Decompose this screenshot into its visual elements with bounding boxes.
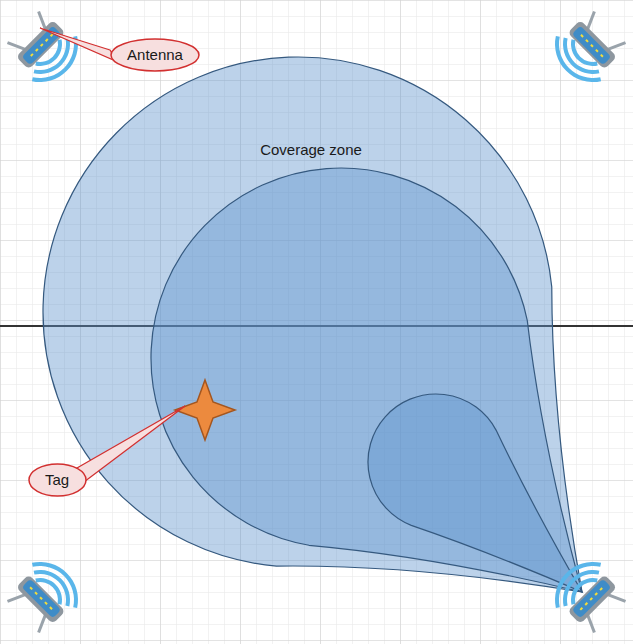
tag-star	[175, 380, 235, 440]
coverage-zone-shape	[151, 168, 582, 592]
antenna-lights	[30, 587, 53, 610]
antenna-icon	[0, 551, 89, 640]
callout-text: Tag	[45, 471, 69, 489]
leader-line	[70, 406, 185, 488]
antenna-lights	[580, 34, 603, 57]
callout-bubble: Antenna	[110, 38, 200, 72]
coverage-zone-shape	[368, 394, 582, 592]
callout-ellipse	[29, 464, 86, 496]
antenna-frame	[568, 20, 617, 69]
zone-label: Coverage zone	[260, 141, 362, 159]
callout-bubble: Tag	[28, 463, 87, 497]
antenna-panel	[22, 26, 62, 66]
antenna-frame	[16, 575, 65, 624]
antenna-lights	[580, 587, 603, 610]
antennas	[0, 4, 632, 639]
coverage-zones	[43, 57, 582, 592]
antenna-panel	[572, 579, 612, 619]
antenna-icon	[544, 4, 633, 93]
coverage-zone-shape	[43, 57, 582, 592]
leader-line	[40, 28, 118, 62]
antenna-frame	[568, 575, 617, 624]
callout-text: Antenna	[127, 46, 183, 64]
antenna-panel	[22, 579, 62, 619]
antenna-lights	[30, 34, 53, 57]
antenna-frame	[16, 20, 65, 69]
callout-ellipse	[111, 39, 199, 71]
antenna-icon	[544, 551, 633, 640]
antenna-panel	[572, 26, 612, 66]
coverage-zone-label: Coverage zone	[256, 139, 366, 161]
antenna-icon	[0, 4, 89, 93]
